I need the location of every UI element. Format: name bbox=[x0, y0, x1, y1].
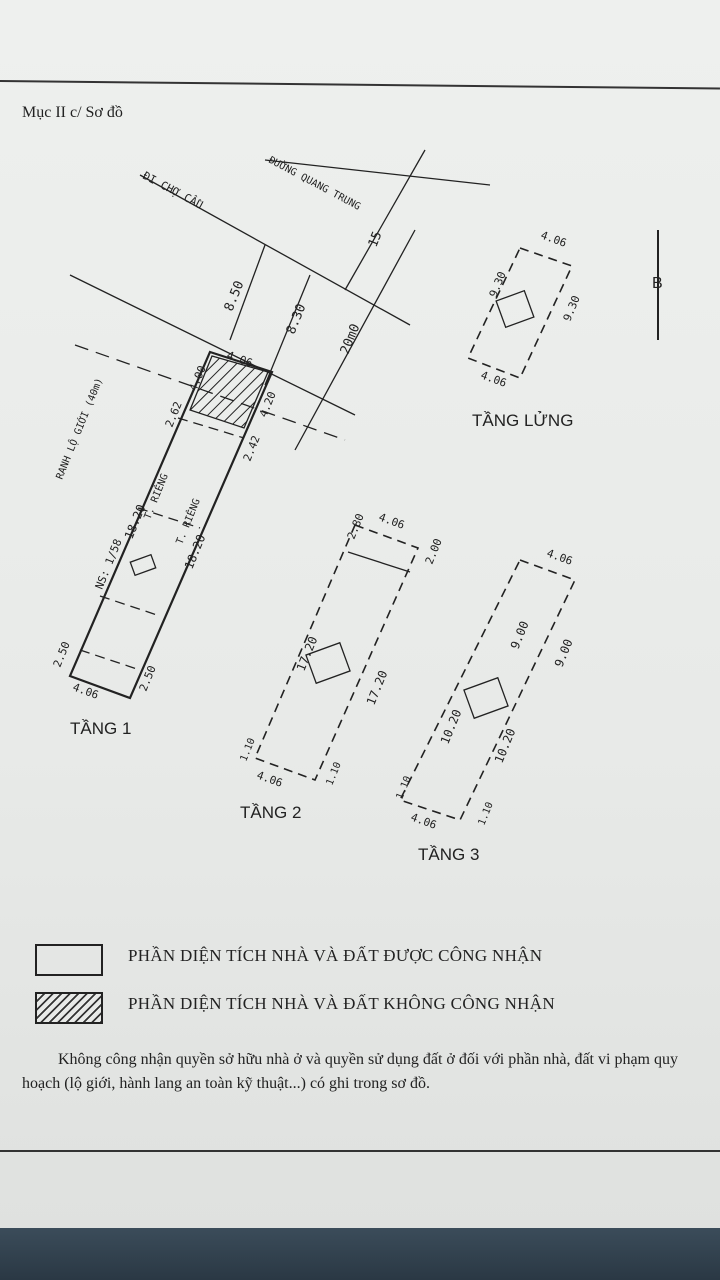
tang3-stair bbox=[463, 676, 509, 720]
t3-dim-110-left: 1.10 bbox=[395, 775, 414, 801]
boundary-dash bbox=[74, 344, 346, 441]
tang1-dash-1 bbox=[177, 417, 245, 439]
t3-dim-110-right: 1.10 bbox=[477, 801, 496, 827]
t2-dim-406-top: 4.06 bbox=[377, 511, 406, 532]
label-ns: NS: 1/58 bbox=[93, 537, 125, 591]
tang-lung-outline bbox=[466, 247, 574, 380]
hatched-area bbox=[189, 355, 269, 429]
road-line-2 bbox=[69, 274, 356, 416]
dim-1820-left: 18.20 bbox=[122, 502, 149, 541]
document-page bbox=[0, 0, 720, 1230]
floor-label-tang-lung: TẦNG LỬNG bbox=[472, 411, 573, 430]
t3-dim-406-bottom: 4.06 bbox=[409, 811, 438, 832]
road-line-3 bbox=[264, 159, 491, 186]
background-fabric bbox=[0, 1228, 720, 1280]
dim-250-left: 2.50 bbox=[51, 640, 73, 669]
t3-dim-900-left: 9.00 bbox=[508, 619, 532, 651]
tang3-outline bbox=[398, 559, 577, 821]
north-label: B bbox=[652, 275, 663, 292]
legend-text-recognized: PHẦN DIỆN TÍCH NHÀ VÀ ĐẤT ĐƯỢC CÔNG NHẬN bbox=[128, 946, 543, 965]
lung-dim-930-left: 9.30 bbox=[487, 270, 509, 299]
floor-label-tang3: TẦNG 3 bbox=[418, 845, 479, 864]
t3-dim-900-right: 9.00 bbox=[552, 637, 576, 669]
dim-830: 8.30 bbox=[284, 302, 310, 337]
t3-dim-1020-left: 10.20 bbox=[438, 707, 465, 746]
dim-line-830 bbox=[264, 274, 311, 386]
t2-dim-200: 2.00 bbox=[423, 537, 445, 566]
tang-lung-stair bbox=[495, 289, 535, 329]
t3-dim-406-top: 4.06 bbox=[545, 547, 574, 568]
site-sketch: ĐI CHỢ CẦU ĐƯỜNG QUANG TRUNG RANH LỘ GIỚ… bbox=[51, 149, 663, 864]
road-line-1 bbox=[139, 174, 411, 326]
dim-line-20m bbox=[294, 229, 416, 451]
tang1-stair bbox=[129, 553, 157, 577]
section-title: Mục II c/ Sơ đồ bbox=[22, 104, 123, 121]
t2-dim-1720-left: 17.20 bbox=[294, 634, 321, 673]
dim-line-15 bbox=[344, 149, 426, 291]
legend-box-recognized bbox=[35, 944, 103, 976]
lung-dim-930-right: 9.30 bbox=[561, 294, 583, 323]
floor-label-tang1: TẦNG 1 bbox=[70, 719, 131, 738]
dim-20m: 20m0 bbox=[338, 322, 364, 357]
tang1-dash-2 bbox=[137, 507, 201, 529]
label-ranh-lo-gioi: RANH LỘ GIỚI (40m) bbox=[53, 376, 106, 481]
lot-outline-tang1 bbox=[68, 350, 274, 700]
label-duong-quang-trung: ĐƯỜNG QUANG TRUNG bbox=[267, 153, 363, 213]
frame-bottom-line bbox=[0, 1150, 720, 1152]
dim-15: 15 bbox=[366, 229, 386, 249]
tang1-dash-3 bbox=[99, 595, 161, 617]
tang2-outline bbox=[253, 523, 420, 782]
t2-dim-406-bottom: 4.06 bbox=[255, 769, 284, 790]
dim-262: 2.62 bbox=[163, 400, 185, 429]
label-di-cho-cau: ĐI CHỢ CẦU bbox=[141, 169, 206, 212]
t2-dim-280: 2.80 bbox=[345, 512, 367, 541]
dim-850: 8.50 bbox=[222, 279, 248, 314]
tang1-dash-4 bbox=[79, 649, 141, 671]
dim-420: 4.20 bbox=[257, 390, 279, 419]
tang2-edge bbox=[347, 551, 411, 573]
dim-line-850 bbox=[229, 244, 266, 341]
legend-box-not-recognized bbox=[35, 992, 103, 1024]
floor-label-tang2: TẦNG 2 bbox=[240, 803, 301, 822]
lung-dim-406-top: 4.06 bbox=[539, 229, 568, 250]
tang2-stair bbox=[305, 641, 351, 685]
t2-dim-1720-right: 17.20 bbox=[364, 668, 391, 707]
t2-dim-110-left: 1.10 bbox=[239, 737, 258, 763]
t2-dim-110-right: 1.10 bbox=[325, 761, 344, 787]
legal-note: Không công nhận quyền sở hữu nhà ở và qu… bbox=[22, 1051, 678, 1092]
dim-250-right: 2.50 bbox=[137, 664, 159, 693]
legend-text-not-recognized: PHẦN DIỆN TÍCH NHÀ VÀ ĐẤT KHÔNG CÔNG NHẬ… bbox=[128, 994, 555, 1013]
dim-406-bottom: 4.06 bbox=[71, 681, 100, 702]
